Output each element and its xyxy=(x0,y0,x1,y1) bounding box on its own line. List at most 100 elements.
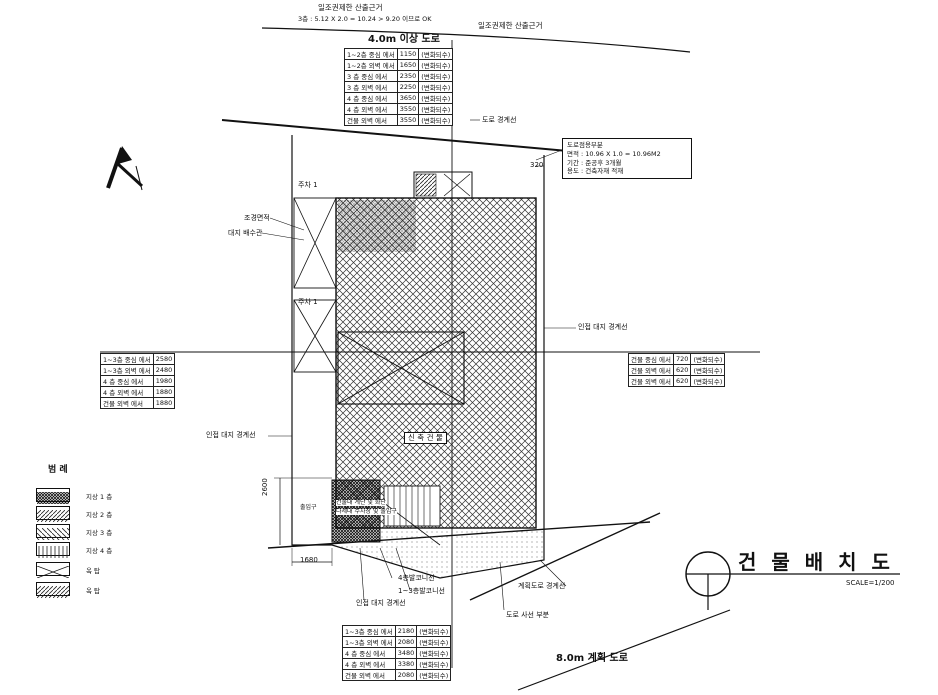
road-line-top xyxy=(261,27,691,53)
table-cell: 4 층 중심 에서 xyxy=(342,647,396,659)
table-cell: 1~3층 중심 에서 xyxy=(100,353,154,365)
drawing-title: 건 물 배 치 도 xyxy=(738,550,894,574)
planned-road-boundary: 계획도로 경계선 xyxy=(518,582,566,590)
callout-4f-balcony: 4층발코니선 xyxy=(398,574,435,582)
sunlight-note-formula: 3층 : 5.12 X 2.0 = 10.24 > 9.20 이므로 OK xyxy=(298,15,432,23)
adjacent-boundary-bottom: 인접 대지 경계선 xyxy=(356,599,406,607)
table-cell: (변화되수) xyxy=(418,48,454,60)
table-cell: 2080 xyxy=(394,669,418,681)
entrance-label: 출입구 xyxy=(300,504,317,511)
table-cell: (변화되수) xyxy=(418,81,454,93)
table-cell: (변화되수) xyxy=(416,658,452,670)
parking-label-1: 주차 1 xyxy=(298,181,318,189)
legend-swatch xyxy=(36,524,70,540)
table-cell: (변화되수) xyxy=(416,625,452,637)
table-cell: (변화되수) xyxy=(690,375,726,387)
table-cell: 건물 외벽 에서 xyxy=(627,364,675,376)
table-cell: 1~3층 중심 에서 xyxy=(342,625,396,637)
stair-void xyxy=(337,331,465,405)
table-cell: 건물 외벽 에서 xyxy=(342,669,396,681)
table-cell: 건물 외벽 에서 xyxy=(344,114,398,126)
road-label-top: 4.0m 이상 도로 xyxy=(368,34,440,45)
table-cell: (변화되수) xyxy=(418,103,454,115)
stair-note-2: 다세대 주차장 및 출입구 xyxy=(336,508,397,515)
road-occupancy-box: 도로점용부분 면적 : 10.96 X 1.0 = 10.96M2 기간 : 준… xyxy=(562,138,692,180)
table-cell: 3650 xyxy=(396,92,420,104)
table-cell: (변화되수) xyxy=(418,114,454,126)
legend-title: 범 례 xyxy=(48,465,68,475)
setback-zone xyxy=(332,528,544,578)
table-cell: 1650 xyxy=(396,59,420,71)
table-cell: 2480 xyxy=(152,364,176,376)
adjacent-boundary-left: 인접 대지 경계선 xyxy=(206,431,256,439)
table-cell: 3550 xyxy=(396,103,420,115)
table-cell: 2080 xyxy=(394,636,418,648)
table-cell: 1150 xyxy=(396,48,420,60)
table-cell: (변화되수) xyxy=(418,70,454,82)
landscape-label: 조경면적 xyxy=(244,214,270,222)
drain-label: 대지 배수관 xyxy=(228,229,263,237)
table-cell: (변화되수) xyxy=(690,353,726,365)
building-label: 신 축 건 물 xyxy=(404,432,447,444)
table-cell: (변화되수) xyxy=(416,647,452,659)
table-cell: 3480 xyxy=(394,647,418,659)
table-cell: 720 xyxy=(673,353,692,365)
dimension-1680: 1680 xyxy=(300,556,318,564)
occupancy-area: 면적 : 10.96 X 1.0 = 10.96M2 xyxy=(567,149,661,158)
table-cell: (변화되수) xyxy=(416,669,452,681)
table-cell: 2580 xyxy=(152,353,176,365)
road-boundary-label: 도로 경계선 xyxy=(482,116,517,124)
occupancy-title: 도로점용부분 xyxy=(567,141,603,149)
table-cell: 1~3층 외벽 에서 xyxy=(342,636,396,648)
table-cell: 건물 중심 에서 xyxy=(627,353,675,365)
corner-cut-label: 도로 사선 부분 xyxy=(506,611,550,619)
sunlight-note-right: 일조권제한 산출근거 xyxy=(478,21,543,30)
table-cell: 1980 xyxy=(152,375,176,387)
legend-swatch xyxy=(36,506,70,522)
table-cell: 1~2층 중심 에서 xyxy=(344,48,398,60)
dimension-2600: 2600 xyxy=(261,478,269,496)
table-cell: 4 층 중심 에서 xyxy=(344,92,398,104)
table-cell: 4 층 중심 에서 xyxy=(100,375,154,387)
table-cell: 2180 xyxy=(394,625,418,637)
occupancy-use: 용도 : 건축자재 적재 xyxy=(567,167,624,176)
table-cell: 1~3층 외벽 에서 xyxy=(100,364,154,376)
table-cell: 2350 xyxy=(396,70,420,82)
callout-13f-balcony: 1~3층발코니선 xyxy=(398,587,445,595)
north-arrow xyxy=(106,146,144,191)
legend-swatch xyxy=(36,488,70,504)
road-label-bottom: 8.0m 계획 도로 xyxy=(556,653,628,664)
table-cell: 4 층 외벽 에서 xyxy=(344,103,398,115)
table-cell: 1~2층 외벽 에서 xyxy=(344,59,398,71)
table-cell: (변화되수) xyxy=(418,59,454,71)
table-cell: (변화되수) xyxy=(416,636,452,648)
table-cell: 3550 xyxy=(396,114,420,126)
table-cell: (변화되수) xyxy=(690,364,726,376)
dimension-320: 320 xyxy=(530,161,544,169)
table-cell: 3380 xyxy=(394,658,418,670)
table-cell: 2250 xyxy=(396,81,420,93)
drawing-scale: SCALE=1/200 xyxy=(846,579,895,587)
legend-swatch xyxy=(36,582,70,598)
occupancy-period: 기간 : 준공후 3개월 xyxy=(567,158,622,167)
building-footprint xyxy=(335,197,537,529)
